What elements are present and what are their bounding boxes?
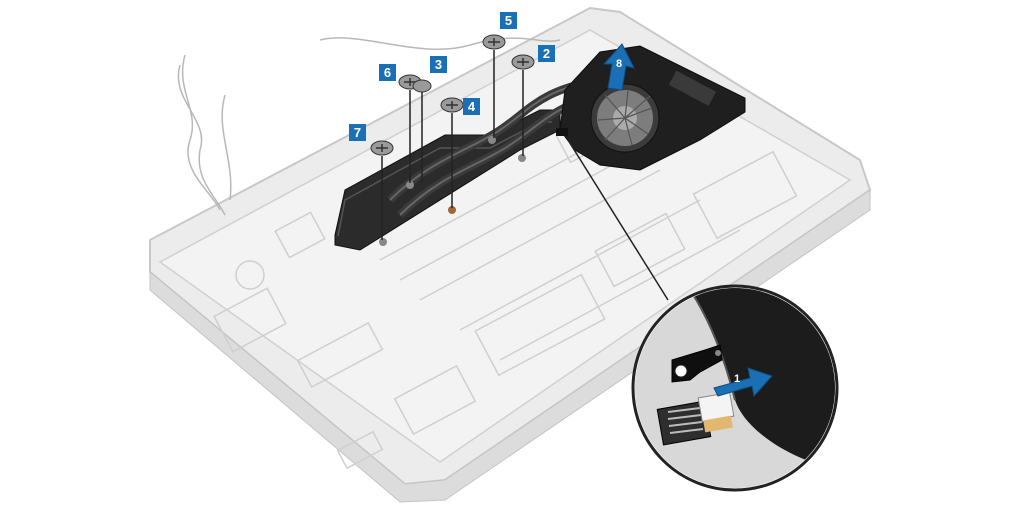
callout-2: 2	[538, 45, 555, 62]
right-arrow-icon	[713, 367, 773, 398]
screws	[370, 34, 535, 240]
fan-assembly	[559, 45, 746, 171]
motherboard-components	[213, 106, 798, 470]
callout-1: 1	[733, 373, 741, 385]
callout-6: 6	[379, 64, 396, 81]
antenna-cables	[177, 37, 561, 216]
callout-3: 3	[430, 56, 447, 73]
fan-connector	[556, 128, 568, 136]
screw-5	[482, 34, 506, 138]
callout-4: 4	[463, 98, 480, 115]
screw-7	[370, 140, 394, 240]
screw-2	[511, 54, 535, 156]
callout-7: 7	[349, 124, 366, 141]
callout-5: 5	[500, 12, 517, 29]
up-arrow-icon	[602, 43, 635, 91]
zoom-leader-line	[567, 139, 669, 301]
screw-3	[412, 79, 432, 183]
callout-8: 8	[615, 58, 623, 70]
